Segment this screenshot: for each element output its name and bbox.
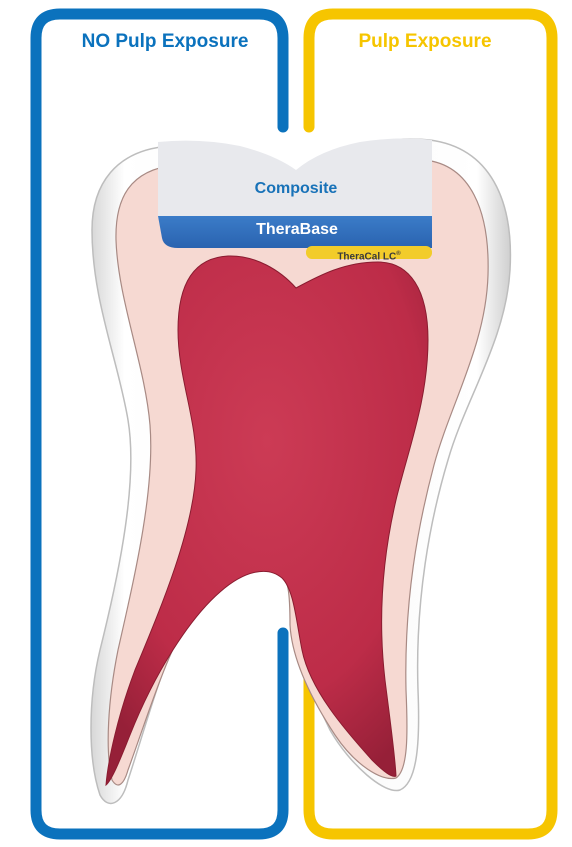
therabase-label: TheraBase	[166, 219, 428, 241]
theracal-label: TheraCal LC®	[308, 247, 430, 261]
registered-mark: ®	[396, 251, 400, 257]
no-pulp-exposure-heading: NO Pulp Exposure	[40, 30, 290, 54]
pulp-exposure-heading: Pulp Exposure	[310, 30, 540, 54]
composite-label: Composite	[160, 178, 432, 200]
theracal-label-text: TheraCal LC	[337, 251, 396, 262]
